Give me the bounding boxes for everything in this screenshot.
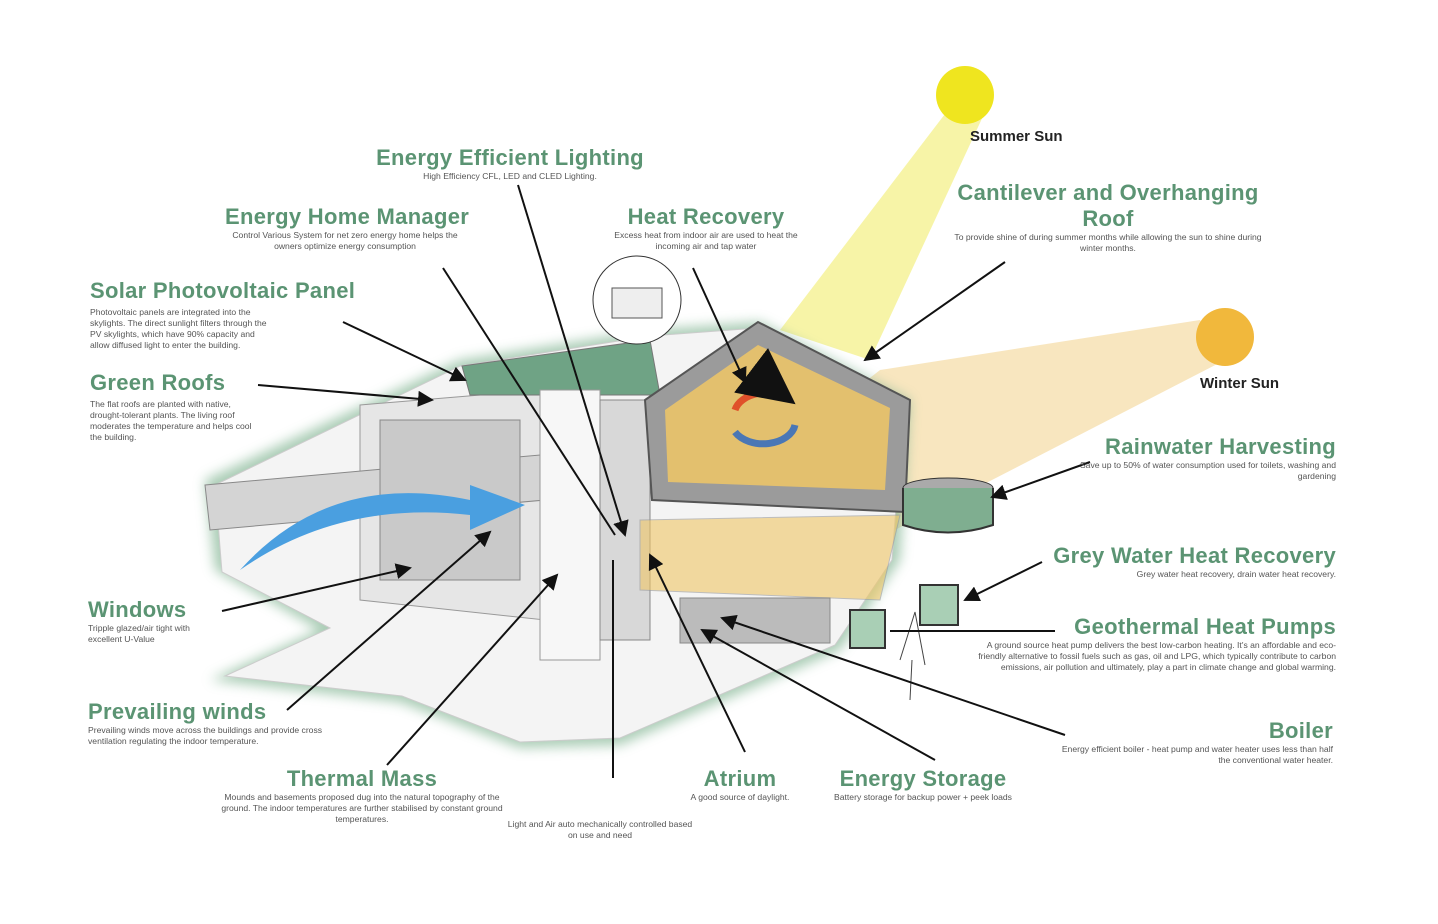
- desc: Grey water heat recovery, drain water he…: [1136, 569, 1336, 579]
- title: Energy Storage: [839, 766, 1007, 791]
- label-thermal-mass: Thermal Mass Mounds and basements propos…: [217, 766, 507, 825]
- heat-recovery-red-arrow-icon: [731, 348, 796, 412]
- title: Grey Water Heat Recovery: [1053, 543, 1336, 568]
- label-windows: Windows Tripple glazed/air tight with ex…: [88, 597, 218, 645]
- title: Cantilever and Overhanging Roof: [957, 180, 1259, 231]
- label-green-roofs: Green Roofs The flat roofs are planted w…: [90, 370, 260, 443]
- leader-lines: [221, 184, 1091, 778]
- desc: Tripple glazed/air tight with excellent …: [88, 623, 190, 644]
- title: Green Roofs: [90, 370, 226, 395]
- label-home-manager: Energy Home Manager Control Various Syst…: [225, 204, 470, 252]
- desc: The flat roofs are planted with native, …: [90, 399, 252, 442]
- label-lighting: Energy Efficient Lighting High Efficienc…: [350, 145, 670, 182]
- heat-pump-icon: [849, 609, 886, 649]
- desc: Prevailing winds move across the buildin…: [88, 725, 323, 746]
- label-solar: Solar Photovoltaic Panel Photovoltaic pa…: [90, 278, 356, 351]
- title: Boiler: [1268, 718, 1333, 743]
- desc: A ground source heat pump delivers the b…: [978, 640, 1336, 672]
- desc: Battery storage for backup power + peek …: [834, 792, 1012, 802]
- desc: Save up to 50% of water consumption used…: [1079, 460, 1336, 481]
- title: Heat Recovery: [627, 204, 785, 229]
- title: Windows: [88, 597, 187, 622]
- heat-recovery-blue-arrow-icon: [732, 423, 799, 448]
- desc: Energy efficient boiler - heat pump and …: [1061, 744, 1333, 765]
- title: Thermal Mass: [286, 766, 438, 791]
- desc: High Efficiency CFL, LED and CLED Lighti…: [423, 171, 597, 181]
- label-grey-water: Grey Water Heat Recovery Grey water heat…: [1036, 543, 1336, 580]
- desc: Light and Air auto mechanically controll…: [507, 819, 693, 840]
- label-atrium: Atrium A good source of daylight.: [675, 766, 805, 803]
- label-rainwater: Rainwater Harvesting Save up to 50% of w…: [1076, 434, 1336, 482]
- desc: Control Various System for net zero ener…: [232, 230, 458, 251]
- label-energy-storage: Energy Storage Battery storage for backu…: [813, 766, 1033, 803]
- title: Rainwater Harvesting: [1105, 434, 1336, 459]
- label-cantilever: Cantilever and Overhanging Roof To provi…: [943, 180, 1273, 254]
- winter-sun-label: Winter Sun: [1200, 375, 1280, 392]
- desc: Photovoltaic panels are integrated into …: [90, 307, 267, 350]
- title: Energy Efficient Lighting: [376, 145, 644, 170]
- ground-probe-icon: [899, 611, 926, 701]
- atrium-tower: [539, 389, 601, 661]
- desc: To provide shine of during summer months…: [954, 232, 1262, 253]
- prevailing-wind-arrow-icon: [240, 485, 525, 570]
- gable-interior: [665, 345, 890, 490]
- title: Prevailing winds: [88, 699, 267, 724]
- label-heat-recovery: Heat Recovery Excess heat from indoor ai…: [606, 204, 806, 252]
- desc: Excess heat from indoor air are used to …: [614, 230, 798, 251]
- summer-sun-label: Summer Sun: [970, 128, 1063, 145]
- title: Solar Photovoltaic Panel: [90, 278, 356, 303]
- label-boiler: Boiler Energy efficient boiler - heat pu…: [1058, 718, 1333, 766]
- desc: Mounds and basements proposed dug into t…: [221, 792, 503, 824]
- title: Energy Home Manager: [225, 204, 470, 229]
- label-winds: Prevailing winds Prevailing winds move a…: [88, 699, 333, 747]
- desc: A good source of daylight.: [690, 792, 790, 802]
- title: Geothermal Heat Pumps: [1074, 614, 1336, 639]
- basement: [679, 597, 831, 644]
- title: Atrium: [703, 766, 777, 791]
- winter-sun-icon: [1196, 308, 1254, 366]
- summer-sun-ray: [780, 110, 985, 360]
- label-geothermal: Geothermal Heat Pumps A ground source he…: [966, 614, 1336, 673]
- summer-sun-icon: [936, 66, 994, 124]
- label-light-air: Light and Air auto mechanically controll…: [505, 819, 695, 841]
- grey-water-unit-icon: [919, 584, 959, 626]
- lower-floor: [639, 514, 901, 601]
